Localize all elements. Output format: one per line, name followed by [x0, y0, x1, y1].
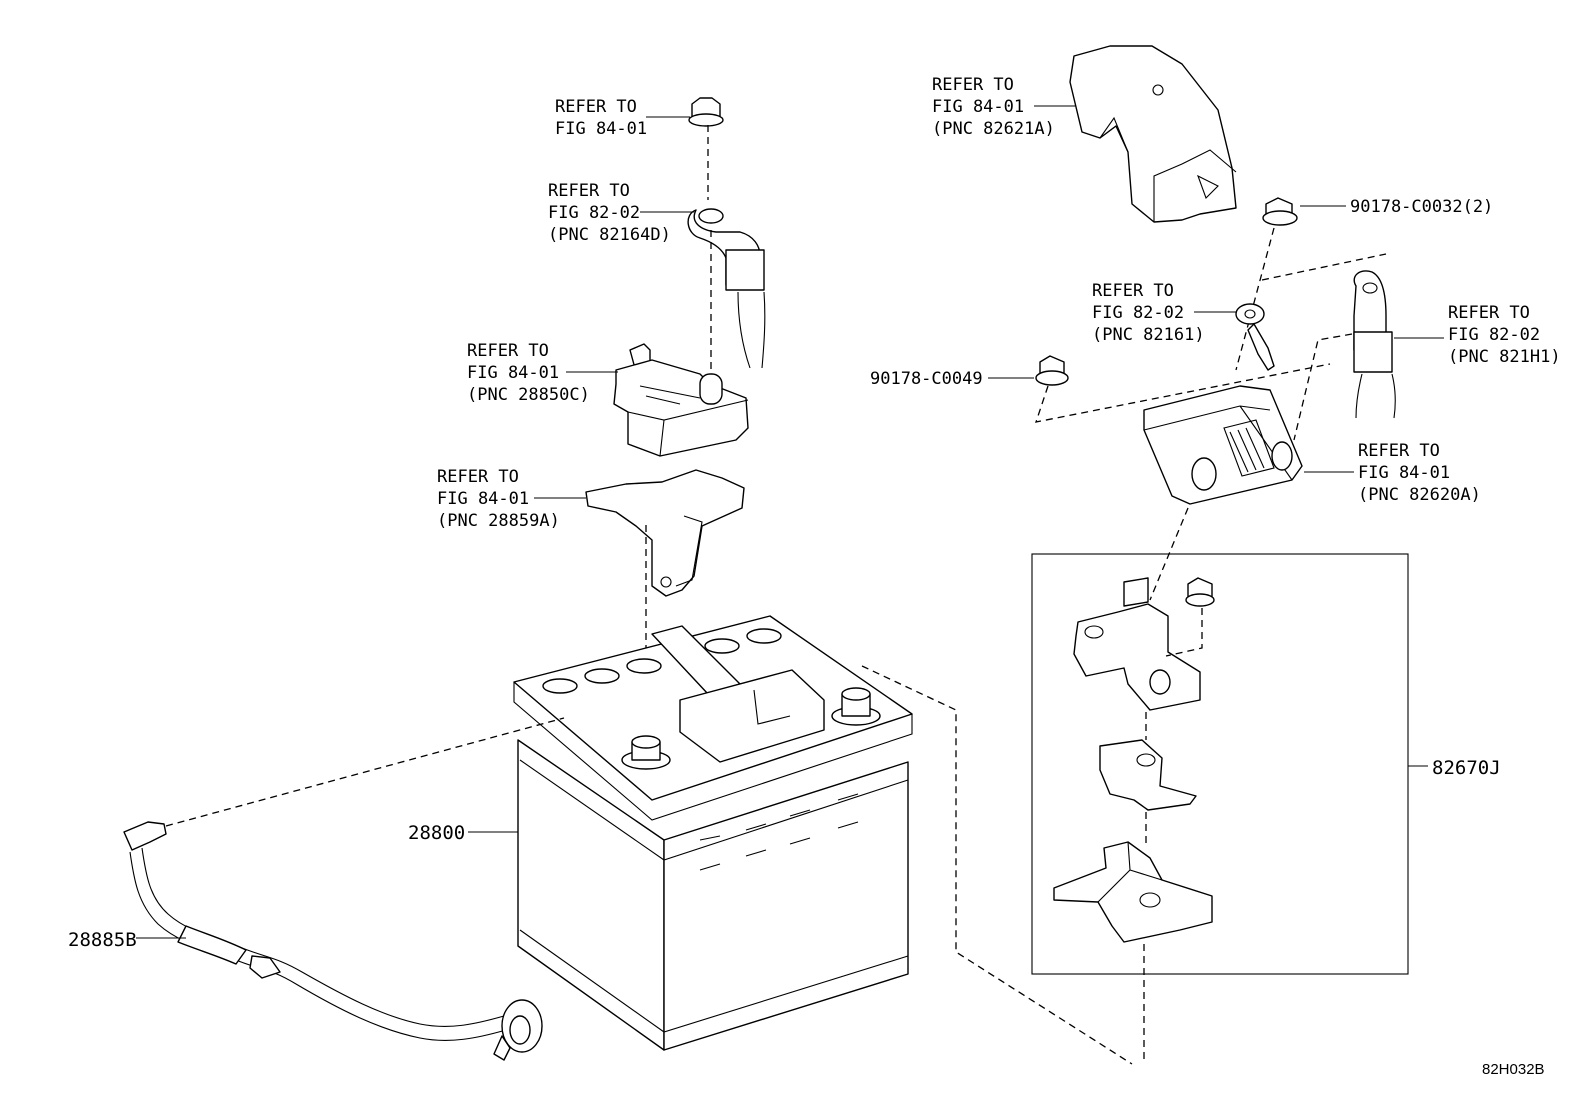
svg-text:FIG 84-01: FIG 84-01: [467, 363, 559, 383]
clip-top-part: [1262, 197, 1298, 226]
fuse-block-part: [1143, 385, 1303, 505]
bracket-part: [585, 469, 745, 597]
diagram-code: 82H032B: [1482, 1061, 1545, 1078]
svg-text:(PNC 82621A): (PNC 82621A): [932, 119, 1055, 139]
clip-left-part: [1035, 355, 1069, 386]
vent-hose-part-number: 28885B: [68, 929, 137, 951]
fusebox-refer-label: REFER TO FIG 84-01 (PNC 82620A): [1358, 441, 1481, 505]
wire-refer-label: REFER TO FIG 82-02 (PNC 82161): [1092, 281, 1205, 345]
positive-cable-part: [687, 208, 766, 369]
bolt-refer-label: REFER TO FIG 84-01: [555, 97, 647, 139]
terminal-kit-part-number: 82670J: [1432, 757, 1501, 779]
bracket-refer-label: REFER TO FIG 84-01 (PNC 28859A): [437, 467, 560, 531]
svg-text:FIG 84-01: FIG 84-01: [932, 97, 1024, 117]
terminal-kit-frame: [1031, 553, 1409, 975]
battery-part: [513, 615, 913, 1051]
terminal-cover-part: [1069, 45, 1237, 223]
svg-text:FIG 82-02: FIG 82-02: [1092, 303, 1184, 323]
svg-text:FIG 84-01: FIG 84-01: [555, 119, 647, 139]
svg-text:(PNC 82161): (PNC 82161): [1092, 325, 1205, 345]
svg-text:REFER TO: REFER TO: [467, 341, 549, 361]
battery-part-number: 28800: [408, 822, 465, 844]
cover-refer-label: REFER TO FIG 84-01 (PNC 82621A): [932, 75, 1055, 139]
cable2-refer-label: REFER TO FIG 82-02 (PNC 821H1): [1448, 303, 1561, 367]
cable-refer-label: REFER TO FIG 82-02 (PNC 82164D): [548, 181, 671, 245]
svg-text:REFER TO: REFER TO: [1092, 281, 1174, 301]
terminal-kit-part: [1053, 577, 1215, 1060]
svg-text:(PNC 82164D): (PNC 82164D): [548, 225, 671, 245]
svg-text:REFER TO: REFER TO: [1448, 303, 1530, 323]
svg-text:FIG 84-01: FIG 84-01: [1358, 463, 1450, 483]
svg-text:(PNC 28850C): (PNC 28850C): [467, 385, 590, 405]
svg-text:REFER TO: REFER TO: [548, 181, 630, 201]
svg-text:FIG 84-01: FIG 84-01: [437, 489, 529, 509]
svg-text:(PNC 821H1): (PNC 821H1): [1448, 347, 1561, 367]
svg-text:(PNC 28859A): (PNC 28859A): [437, 511, 560, 531]
svg-text:REFER TO: REFER TO: [437, 467, 519, 487]
clip-top-part-number: 90178-C0032(2): [1350, 197, 1493, 217]
bolt-part: [688, 97, 724, 127]
svg-text:REFER TO: REFER TO: [1358, 441, 1440, 461]
current-sensor-part: [613, 343, 749, 457]
clip-left-part-number: 90178-C0049: [870, 369, 983, 389]
svg-text:REFER TO: REFER TO: [555, 97, 637, 117]
sensor-refer-label: REFER TO FIG 84-01 (PNC 28850C): [467, 341, 590, 405]
ground-wire-part: [1235, 303, 1275, 371]
vent-hose-part: [123, 821, 543, 1061]
svg-text:FIG 82-02: FIG 82-02: [1448, 325, 1540, 345]
svg-text:(PNC 82620A): (PNC 82620A): [1358, 485, 1481, 505]
svg-text:REFER TO: REFER TO: [932, 75, 1014, 95]
negative-cable-part: [1293, 270, 1396, 441]
svg-text:FIG 82-02: FIG 82-02: [548, 203, 640, 223]
